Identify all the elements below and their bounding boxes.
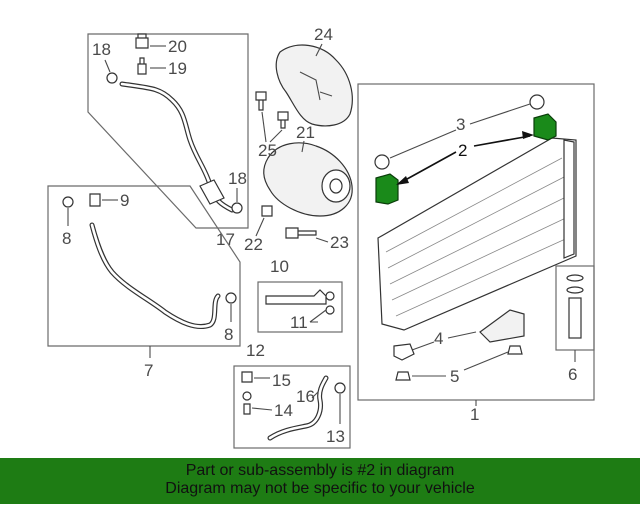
callout-15: 15 <box>272 371 291 390</box>
hose-fitting <box>199 179 225 205</box>
bracket-4-lower <box>393 343 415 361</box>
bracket-24[interactable] <box>275 44 353 127</box>
callout-8-right: 8 <box>224 325 233 344</box>
seal-11a <box>325 291 335 301</box>
group-box-7 <box>47 185 241 347</box>
bracket-4[interactable] <box>479 309 525 343</box>
valve-core-19 <box>137 57 147 75</box>
compressor-group: 24 21 25 22 23 <box>244 25 353 254</box>
bracket-10[interactable] <box>265 289 327 305</box>
callout-19: 19 <box>168 59 187 78</box>
parts-diagram: 18 20 19 18 17 9 8 8 7 24 21 <box>47 25 595 449</box>
callout-11: 11 <box>290 313 308 332</box>
callout-7: 7 <box>144 361 153 380</box>
bolt-22 <box>261 205 273 217</box>
bracket-group-10: 10 11 <box>257 257 343 333</box>
bolt-25b <box>277 111 289 129</box>
bolt-23 <box>285 227 317 239</box>
callout-22: 22 <box>244 235 263 254</box>
hose-7[interactable] <box>89 222 221 329</box>
condenser-fins <box>385 157 573 317</box>
callout-3: 3 <box>456 115 465 134</box>
callout-20: 20 <box>168 37 187 56</box>
callout-24: 24 <box>314 25 333 44</box>
insulator-3b <box>529 94 545 110</box>
bracket-2-right[interactable] <box>533 113 557 141</box>
callout-6: 6 <box>568 365 577 384</box>
callout-14: 14 <box>274 401 293 420</box>
callout-18-top: 18 <box>92 40 111 59</box>
banner-line-2: Diagram may not be specific to your vehi… <box>165 480 475 497</box>
banner-line-1: Part or sub-assembly is #2 in diagram <box>185 462 455 479</box>
part-notice-banner: Part or sub-assembly is #2 in diagram Di… <box>0 458 640 504</box>
hose-group-7: 9 8 8 7 <box>47 185 241 380</box>
insulator-5b <box>507 345 523 355</box>
callout-4: 4 <box>434 329 443 348</box>
o-ring-18b <box>231 202 243 214</box>
desiccant-group-6: 6 <box>555 265 595 384</box>
hose-group-12: 12 15 16 14 13 <box>233 341 351 449</box>
o-ring-8a <box>62 196 74 208</box>
callout-5: 5 <box>450 367 459 386</box>
callout-1: 1 <box>470 405 479 424</box>
insulator-3a <box>374 154 390 170</box>
condenser-group-1: 3 2 4 5 1 <box>357 83 595 424</box>
callout-21: 21 <box>296 123 315 142</box>
callout-12: 12 <box>246 341 265 360</box>
callout-10: 10 <box>270 257 289 276</box>
insulator-5a <box>395 371 411 381</box>
callout-9: 9 <box>120 191 129 210</box>
o-ring-13 <box>334 382 346 394</box>
bracket-2-left[interactable] <box>375 173 399 205</box>
hose-group-17: 18 20 19 18 17 <box>87 33 249 249</box>
valve-9 <box>89 193 101 207</box>
o-ring-6b <box>566 286 584 294</box>
callout-25: 25 <box>258 141 277 160</box>
group-box-17 <box>87 33 249 229</box>
group-box-10 <box>257 281 343 333</box>
o-ring-12 <box>242 391 252 401</box>
group-box-12 <box>233 365 351 449</box>
condenser-side-tank <box>563 139 575 259</box>
callout-23: 23 <box>330 233 349 252</box>
o-ring-8b <box>225 292 237 304</box>
callout-13: 13 <box>326 427 345 446</box>
callout-8-left: 8 <box>62 229 71 248</box>
bolt-25a <box>255 91 267 111</box>
callout-16: 16 <box>296 387 315 406</box>
o-ring-6a <box>566 274 584 282</box>
o-ring-18a <box>106 72 118 84</box>
desiccant-6[interactable] <box>568 297 582 339</box>
callout-2: 2 <box>458 141 467 160</box>
valve-15 <box>241 371 253 383</box>
valve-cap-20 <box>135 33 149 49</box>
valve-core-14 <box>243 403 251 415</box>
callout-18-lower: 18 <box>228 169 247 188</box>
seal-11b <box>325 305 335 315</box>
